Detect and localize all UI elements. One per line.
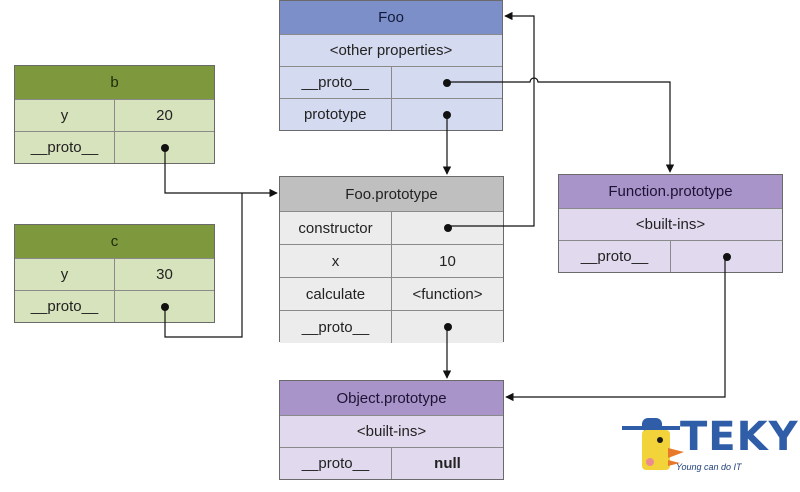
object-box-foo-prototype: Foo.prototype constructor x 10 calculate… (279, 176, 504, 343)
property-name: __proto__ (301, 455, 370, 472)
box-title: Foo (378, 9, 404, 26)
pointer-cell (391, 311, 503, 343)
object-box-object-prototype: Object.prototype <built-ins> __proto__ n… (279, 380, 504, 480)
pointer-cell (390, 67, 503, 98)
property-name: __proto__ (301, 318, 370, 336)
box-title: c (110, 233, 119, 250)
property-name: <built-ins> (356, 423, 427, 440)
duck-mascot-icon (622, 418, 684, 470)
pointer-dot (160, 143, 169, 152)
object-box-function-prototype: Function.prototype <built-ins> __proto__ (558, 174, 783, 273)
property-name: constructor (298, 219, 373, 237)
property-name: y (60, 266, 69, 283)
pointer-cell (391, 212, 503, 244)
box-title: Function.prototype (608, 183, 733, 200)
pointer-cell (114, 132, 214, 163)
object-box-foo: Foo <other properties> __proto__ prototy… (279, 0, 503, 131)
property-name: y (60, 107, 69, 124)
box-title: b (110, 74, 119, 91)
property-name: calculate (305, 285, 366, 303)
pointer-cell (114, 291, 214, 322)
pointer-dot (442, 78, 451, 87)
pointer-dot (443, 323, 452, 331)
arrow-function-proto (505, 257, 726, 402)
pointer-cell (390, 99, 503, 130)
logo-wordmark: TEKY (680, 414, 799, 460)
property-name: __proto__ (301, 74, 370, 91)
object-box-c: c y 30 __proto__ (14, 224, 215, 323)
property-value: 30 (114, 259, 214, 290)
box-title: Object.prototype (336, 389, 447, 407)
pointer-dot (442, 110, 451, 119)
property-name: __proto__ (30, 139, 99, 156)
object-box-b: b y 20 __proto__ (14, 65, 215, 164)
property-name: __proto__ (580, 248, 649, 265)
property-name: prototype (303, 106, 367, 123)
box-title: Foo.prototype (345, 185, 438, 203)
teky-logo: TEKY Young can do IT (620, 412, 800, 482)
pointer-dot (443, 224, 452, 232)
pointer-dot (160, 302, 169, 311)
property-value: 10 (391, 245, 503, 277)
property-name: x (331, 252, 340, 270)
property-name: <other properties> (329, 42, 453, 59)
pointer-cell (670, 241, 782, 272)
pointer-dot (722, 252, 731, 261)
property-value: <function> (391, 278, 503, 310)
property-value: 20 (114, 100, 214, 131)
property-name: <built-ins> (635, 216, 706, 233)
logo-tagline: Young can do IT (676, 462, 742, 472)
property-name: __proto__ (30, 298, 99, 315)
property-value: null (391, 448, 503, 479)
